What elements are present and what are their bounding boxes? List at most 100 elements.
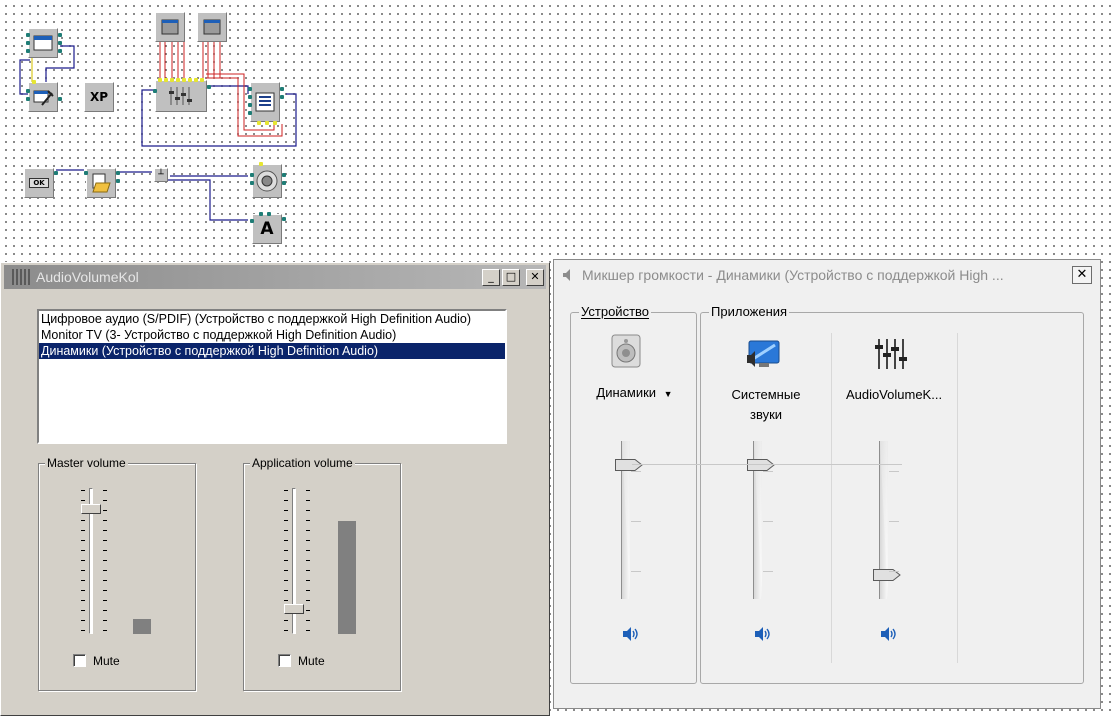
audiovolumekol-app-label: AudioVolumeK... — [845, 387, 943, 402]
tools-component[interactable] — [26, 80, 62, 112]
tick-mark — [103, 560, 107, 561]
device-name: Динамики — [596, 385, 657, 400]
window-icon — [198, 13, 226, 41]
application-mute-checkbox[interactable] — [278, 654, 291, 667]
list-component[interactable] — [248, 82, 284, 125]
application-volume-label: Application volume — [250, 456, 355, 470]
device-list[interactable]: Цифровое аудио (S/PDIF) (Устройство с по… — [37, 309, 507, 444]
tick-mark — [284, 490, 288, 491]
splitter-component[interactable]: ┴ — [154, 168, 168, 182]
tick-mark — [284, 580, 288, 581]
master-level-meter — [133, 619, 151, 634]
application-slider-thumb[interactable] — [284, 603, 304, 614]
label-component[interactable]: A — [250, 212, 286, 244]
form-component[interactable] — [26, 28, 62, 58]
system-sounds-volume-thumb[interactable] — [747, 458, 775, 471]
window-icon — [156, 13, 184, 41]
audiovolumekol-volume-thumb[interactable] — [873, 569, 901, 582]
applications-group: Приложения Системные звуки AudioVolumeK.… — [700, 304, 1084, 684]
application-slider-track[interactable] — [292, 488, 296, 634]
tick-mark — [81, 630, 85, 631]
applications-group-label: Приложения — [709, 304, 790, 319]
title-bar[interactable]: Микшер громкости - Динамики (Устройство … — [554, 260, 1100, 290]
tick-mark — [284, 600, 288, 601]
tick-mark — [103, 550, 107, 551]
tick-mark — [284, 530, 288, 531]
device-list-item-selected[interactable]: Динамики (Устройство с поддержкой High D… — [39, 343, 505, 359]
tick-mark — [306, 530, 310, 531]
tick-mark — [81, 530, 85, 531]
device-list-item[interactable]: Monitor TV (3- Устройство с поддержкой H… — [41, 328, 397, 342]
tick-mark — [306, 610, 310, 611]
audiovolumekol-volume-track[interactable] — [879, 441, 887, 599]
tick-mark — [306, 540, 310, 541]
tick-mark — [103, 610, 107, 611]
tick-mark — [81, 520, 85, 521]
maximize-button[interactable]: □ — [502, 269, 520, 286]
system-sounds-volume-track[interactable] — [753, 441, 761, 599]
tick-mark — [103, 600, 107, 601]
tick-mark — [306, 590, 310, 591]
tick-mark — [306, 550, 310, 551]
wires — [19, 40, 297, 221]
window-icon — [29, 29, 57, 57]
master-mute-checkbox[interactable] — [73, 654, 86, 667]
audio-device-component[interactable] — [155, 12, 185, 42]
application-volume-group: Application volume Mute — [243, 456, 401, 691]
device-list-item[interactable]: Цифровое аудио (S/PDIF) (Устройство с по… — [41, 312, 471, 326]
tick-mark — [81, 500, 85, 501]
mixer-icon — [156, 81, 206, 111]
audio-device-component[interactable] — [197, 12, 227, 42]
button-component[interactable]: OK — [24, 168, 58, 198]
device-dropdown[interactable]: Динамики ▼ — [571, 383, 698, 404]
tick-mark — [81, 540, 85, 541]
speaker-title-icon — [563, 269, 570, 281]
minimize-button[interactable]: _ — [482, 269, 500, 286]
device-mute-speaker-icon[interactable] — [621, 625, 641, 643]
tick-mark — [81, 550, 85, 551]
tick-mark — [103, 530, 107, 531]
ok-button-icon: OK — [25, 169, 53, 197]
tick-mark — [103, 620, 107, 621]
schematic-canvas[interactable]: XP OK — [0, 0, 1113, 262]
tick-mark — [284, 560, 288, 561]
master-ticks — [103, 490, 107, 631]
title-bar[interactable]: AudioVolumeKol _ □ ✕ — [4, 265, 546, 289]
tick-mark — [81, 620, 85, 621]
xp-theme-component[interactable]: XP — [84, 82, 114, 112]
master-mute-label: Mute — [93, 654, 120, 668]
tick-mark — [103, 580, 107, 581]
audiovolumekol-speaker-icon[interactable] — [879, 625, 899, 643]
tick-mark — [284, 570, 288, 571]
player-component[interactable] — [250, 162, 286, 198]
device-volume-track[interactable] — [621, 441, 629, 599]
audiovolumekol-app-icon — [875, 339, 907, 369]
tick-mark — [306, 620, 310, 621]
open-dialog-component[interactable] — [84, 168, 120, 198]
system-sounds-speaker-icon[interactable] — [753, 625, 773, 643]
split-icon: ┴ — [158, 170, 164, 180]
system-sounds-label: Системные звуки — [731, 387, 801, 422]
tick-mark — [306, 560, 310, 561]
tick-mark — [284, 620, 288, 621]
tick-mark — [763, 471, 773, 472]
system-sounds-icon — [747, 340, 780, 367]
label-a: A — [260, 219, 274, 239]
application-ticks — [306, 490, 310, 631]
tick-mark — [103, 520, 107, 521]
mixer-component[interactable] — [153, 78, 211, 112]
tick-mark — [306, 600, 310, 601]
audio-volume-kol-window: AudioVolumeKol _ □ ✕ Цифровое аудио (S/P… — [0, 262, 550, 716]
tick-mark — [306, 630, 310, 631]
device-group-label: Устройство — [579, 304, 652, 319]
tick-mark — [81, 490, 85, 491]
close-button[interactable]: ✕ — [1072, 266, 1092, 284]
column-separator — [831, 333, 832, 663]
master-slider-track[interactable] — [89, 488, 93, 634]
window-title: AudioVolumeKol — [36, 269, 139, 285]
tick-mark — [889, 471, 899, 472]
close-button[interactable]: ✕ — [526, 269, 544, 286]
master-slider-thumb[interactable] — [81, 504, 101, 515]
tick-mark — [763, 521, 773, 522]
device-volume-thumb[interactable] — [615, 458, 643, 471]
